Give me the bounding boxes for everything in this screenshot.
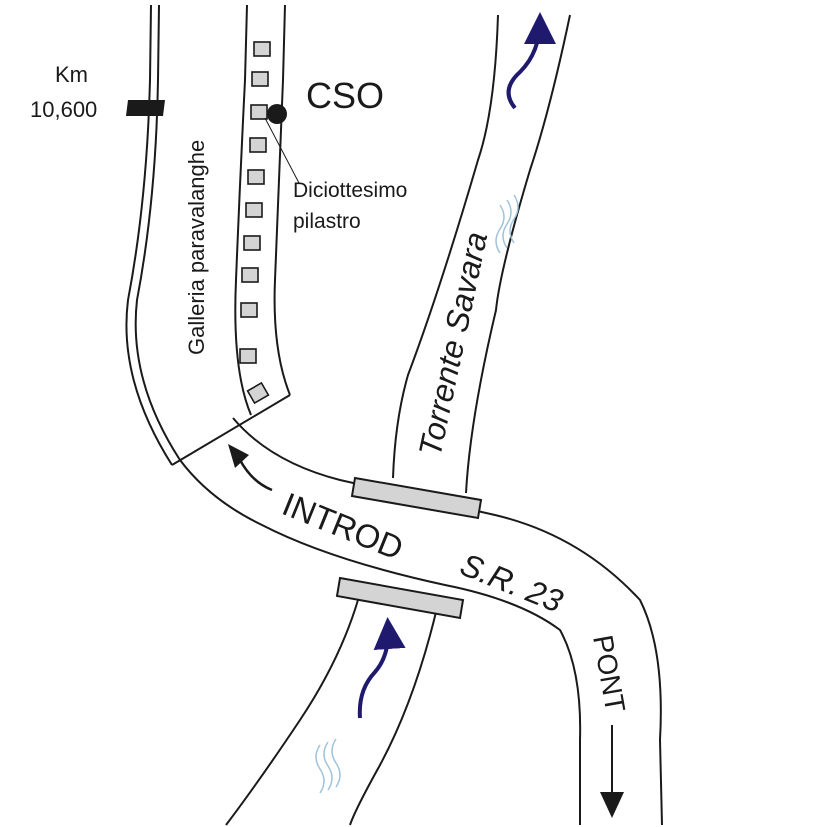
cso-marker-icon (267, 104, 287, 124)
ripple-icon (502, 199, 512, 249)
km-label: Km (55, 62, 88, 87)
pillar-label-line1: Diciottesimo (293, 179, 407, 202)
old-road (125, 4, 181, 466)
ripple-icon (323, 741, 333, 791)
ripple-icon (315, 744, 325, 794)
road-label: S.R. 23 (455, 546, 568, 619)
pillar-callout-line (264, 117, 300, 184)
flow-arrow-icon (506, 12, 556, 110)
ripple-icon (331, 738, 341, 788)
upper-bridge (350, 476, 483, 520)
main-road (179, 417, 663, 826)
pont-label: PONT (587, 633, 631, 715)
km-value: 10,600 (30, 97, 97, 122)
torrent-lower (225, 599, 438, 826)
arrow-pont-icon (600, 725, 624, 818)
flow-arrow-icon (357, 617, 406, 719)
torrent-label: Torrente Savara (412, 229, 495, 460)
lower-bridge (335, 576, 465, 620)
pillar-label-line2: pilastro (293, 210, 361, 233)
cso-label: CSO (306, 75, 384, 116)
torrent-upper (392, 12, 571, 494)
arrow-introd-icon (228, 444, 273, 492)
ripple-icon (495, 204, 505, 254)
gallery-label: Galleria paravalanghe (184, 140, 209, 355)
ripple-icon (509, 194, 519, 244)
km-marker (126, 100, 165, 116)
gallery-pillars (239, 41, 271, 405)
